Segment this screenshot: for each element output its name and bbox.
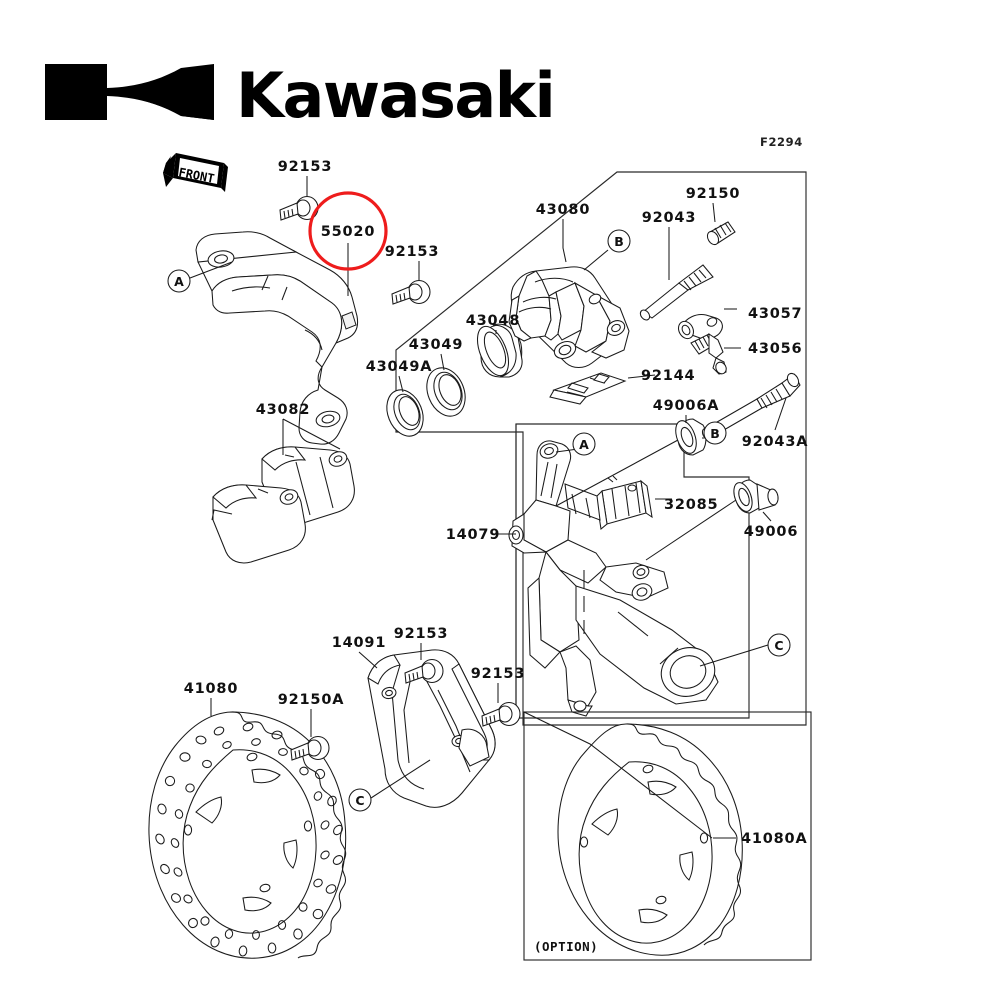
label-55020: 55020	[321, 224, 375, 240]
label-49006A: 49006A	[653, 398, 719, 414]
label-92150: 92150	[686, 186, 740, 202]
part-92153-bolt-guard-lower	[481, 701, 521, 727]
label-43082: 43082	[256, 402, 310, 418]
label-43056: 43056	[748, 341, 802, 357]
svg-text:A: A	[174, 274, 184, 289]
label-32085: 32085	[664, 497, 718, 513]
svg-text:A: A	[579, 437, 589, 452]
part-14091-disc-guard	[367, 649, 496, 808]
part-43048-piston	[476, 323, 523, 378]
part-92043-slide-pin	[639, 264, 714, 321]
label-41080: 41080	[184, 681, 238, 697]
part-92150A-disc-bolt	[290, 735, 330, 761]
label-92153-upper: 92153	[278, 159, 332, 175]
part-92153-bolt-bracket-right	[391, 279, 431, 305]
figure-code: F2294	[760, 135, 803, 149]
front-arrow-icon: FRONT	[163, 153, 228, 192]
part-43057-bleeder-cap	[677, 314, 723, 340]
svg-text:C: C	[355, 793, 364, 808]
svg-text:C: C	[774, 638, 783, 653]
ref-marker-B-collar: B	[703, 421, 727, 445]
part-41080-brake-disc	[148, 711, 347, 959]
label-43049A: 43049A	[366, 359, 432, 375]
ref-marker-B: B	[607, 229, 631, 253]
part-43049A-dust-seal	[386, 389, 424, 437]
label-43048: 43048	[466, 313, 520, 329]
part-43082-brake-pads	[211, 446, 355, 564]
brand-wordmark: Kawasaki	[236, 59, 554, 132]
label-49006: 49006	[744, 524, 798, 540]
ref-marker-A-torque-link: A	[572, 432, 596, 456]
disc-hole-ring-inner	[170, 738, 330, 940]
ref-marker-C-torque-link: C	[767, 633, 791, 657]
label-14079: 14079	[446, 527, 500, 543]
disc-carrier-slots	[183, 752, 313, 912]
label-92144: 92144	[641, 368, 695, 384]
reference-markers: A B A B C C	[167, 229, 791, 812]
ref-marker-A: A	[167, 269, 191, 293]
part-43080-caliper	[508, 266, 630, 369]
part-92153-bolt-guard-upper	[404, 658, 444, 684]
highlight-circle-55020	[308, 191, 388, 271]
label-92153-guard-up: 92153	[394, 626, 448, 642]
label-41080A: 41080A	[741, 831, 807, 847]
label-43057: 43057	[748, 306, 802, 322]
part-14079-torque-link	[508, 440, 719, 717]
part-number-labels: 92153 55020 92153 43082 43049A 43049 430…	[184, 159, 808, 847]
label-92043: 92043	[642, 210, 696, 226]
leader-lines	[189, 176, 787, 839]
part-49006-collar	[733, 479, 779, 514]
option-caption: (OPTION)	[534, 939, 598, 954]
part-92144-shim	[549, 372, 627, 405]
part-43049-piston-seal	[426, 367, 466, 417]
disc-hole-ring-outer	[155, 722, 344, 957]
part-49006A-collar	[675, 418, 707, 456]
svg-text:B: B	[710, 426, 720, 441]
label-92150A: 92150A	[278, 692, 344, 708]
label-92153-bracket: 92153	[385, 244, 439, 260]
part-32085-retainer-spring	[595, 475, 653, 530]
label-43080: 43080	[536, 202, 590, 218]
kawasaki-river-mark-icon	[45, 64, 214, 120]
panel-caliper-group	[395, 171, 807, 726]
label-92043A: 92043A	[742, 434, 808, 450]
label-14091: 14091	[332, 635, 386, 651]
kawasaki-logo: Kawasaki	[45, 59, 556, 132]
ref-marker-C-guard: C	[348, 788, 372, 812]
part-43056-bleed-valve	[690, 333, 727, 375]
label-92153-guard-lo: 92153	[471, 666, 525, 682]
part-55020-chain-guard-bracket	[195, 231, 359, 445]
option-box: (OPTION)	[523, 711, 812, 961]
part-41080A-brake-disc-option	[557, 723, 743, 956]
front-arrow-label: FRONT	[177, 165, 215, 186]
part-92150-pin-cap	[706, 221, 736, 246]
svg-text:B: B	[614, 234, 624, 249]
label-43049: 43049	[409, 337, 463, 353]
